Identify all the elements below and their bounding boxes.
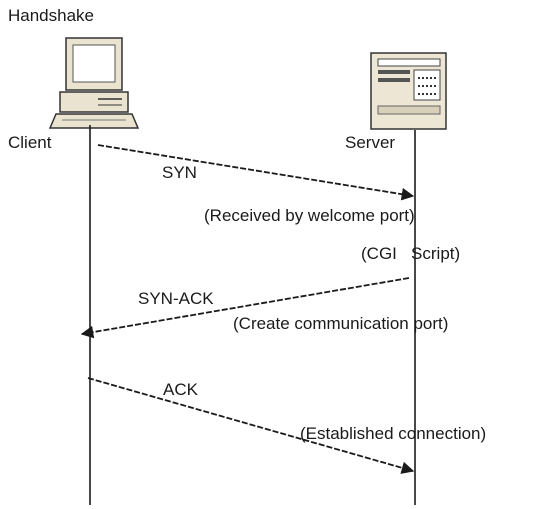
syn-ack-label: SYN-ACK (138, 289, 214, 308)
diagram-title: Handshake (8, 6, 95, 25)
client-label: Client (8, 133, 52, 152)
note-cgi-script: (CGI Script) (361, 244, 461, 263)
syn-arrow (97, 144, 415, 201)
ack-label: ACK (163, 380, 198, 399)
desktop-computer-icon (48, 37, 140, 129)
ack-arrow (87, 377, 415, 474)
syn-ack-arrow (80, 277, 410, 339)
server-label: Server (345, 133, 396, 152)
note-established-connection: (Established connection) (300, 424, 487, 443)
server-tower-icon (370, 52, 447, 130)
note-create-communication-port: (Create communication port) (233, 314, 449, 333)
note-received-by-welcome-port: (Received by welcome port) (204, 206, 415, 225)
syn-label: SYN (162, 163, 197, 182)
